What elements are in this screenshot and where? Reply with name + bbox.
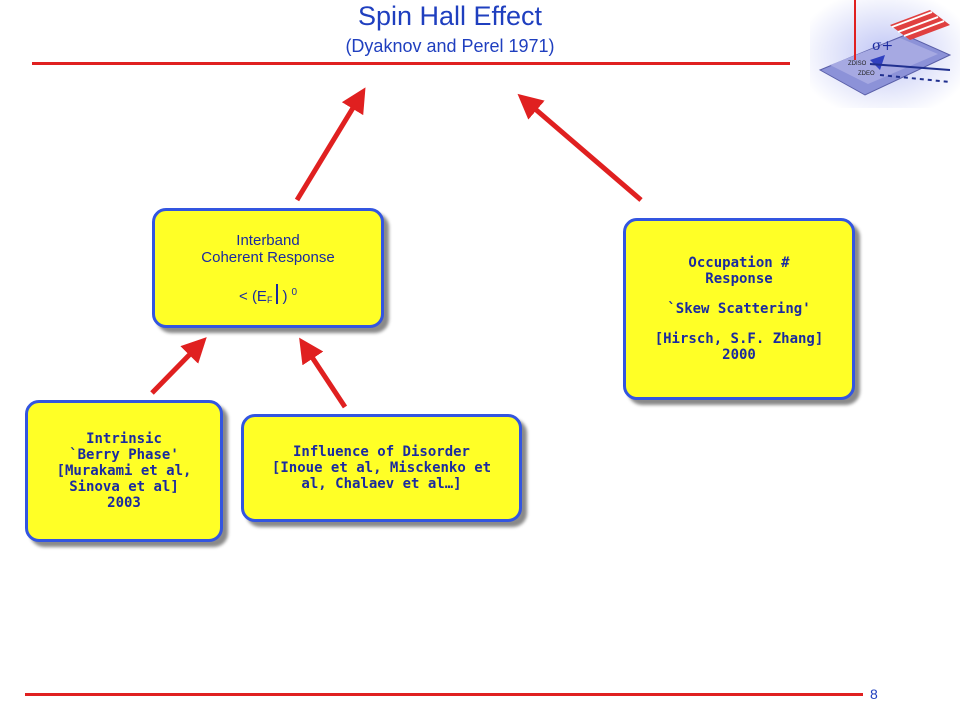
formula-sub: F bbox=[266, 294, 273, 305]
occupation-line4: [Hirsch, S.F. Zhang] bbox=[654, 331, 824, 347]
interband-line1: Interband bbox=[236, 231, 300, 249]
formula-open: (E bbox=[251, 287, 267, 305]
disorder-line1: Influence of Disorder bbox=[292, 444, 470, 460]
formula-sup: 0 bbox=[291, 286, 297, 298]
intrinsic-line1: Intrinsic bbox=[86, 431, 162, 447]
occupation-box: Occupation # Response `Skew Scattering' … bbox=[623, 218, 855, 400]
occupation-line1: Occupation # bbox=[688, 255, 790, 271]
intrinsic-line3: [Murakami et al, bbox=[56, 463, 192, 479]
logo-label-top: ZDISO bbox=[848, 61, 867, 67]
occupation-line5: 2000 bbox=[722, 347, 756, 363]
top-divider bbox=[32, 62, 790, 65]
occupation-line3: `Skew Scattering' bbox=[667, 301, 811, 317]
disorder-line3: al, Chalaev et al…] bbox=[301, 476, 462, 492]
device-illustration: σ+ ZDISO ZDEO bbox=[810, 0, 960, 108]
bottom-divider bbox=[25, 693, 863, 696]
intrinsic-line2: `Berry Phase' bbox=[69, 447, 179, 463]
page-number: 8 bbox=[870, 686, 878, 702]
arrow-disorder-to-interband bbox=[299, 337, 348, 409]
interband-box: Interband Coherent Response < (EF)0 bbox=[152, 208, 384, 328]
disorder-box: Influence of Disorder [Inoue et al, Misc… bbox=[241, 414, 522, 522]
formula-bar bbox=[276, 283, 279, 304]
disorder-line2: [Inoue et al, Misckenko et bbox=[271, 460, 492, 476]
slide-title: Spin Hall Effect bbox=[357, 1, 543, 31]
sigma-label: σ+ bbox=[872, 38, 893, 54]
logo-label-mid: ZDEO bbox=[858, 71, 875, 77]
intrinsic-line4: Sinova et al] bbox=[69, 479, 179, 495]
interband-line2: Coherent Response bbox=[201, 248, 335, 266]
formula-close: ) bbox=[282, 287, 288, 305]
intrinsic-box: Intrinsic `Berry Phase' [Murakami et al,… bbox=[25, 400, 223, 542]
arrow-intrinsic-to-interband bbox=[150, 337, 207, 395]
intrinsic-line5: 2003 bbox=[107, 495, 141, 511]
slide-subtitle: (Dyaknov and Perel 1971) bbox=[345, 36, 555, 56]
arrow-interband-to-effect bbox=[294, 87, 366, 202]
occupation-line2: Response bbox=[705, 271, 773, 287]
formula-lt: < bbox=[239, 287, 248, 305]
arrow-occupation-to-effect bbox=[517, 93, 643, 202]
interband-formula: < (EF)0 bbox=[239, 283, 297, 305]
